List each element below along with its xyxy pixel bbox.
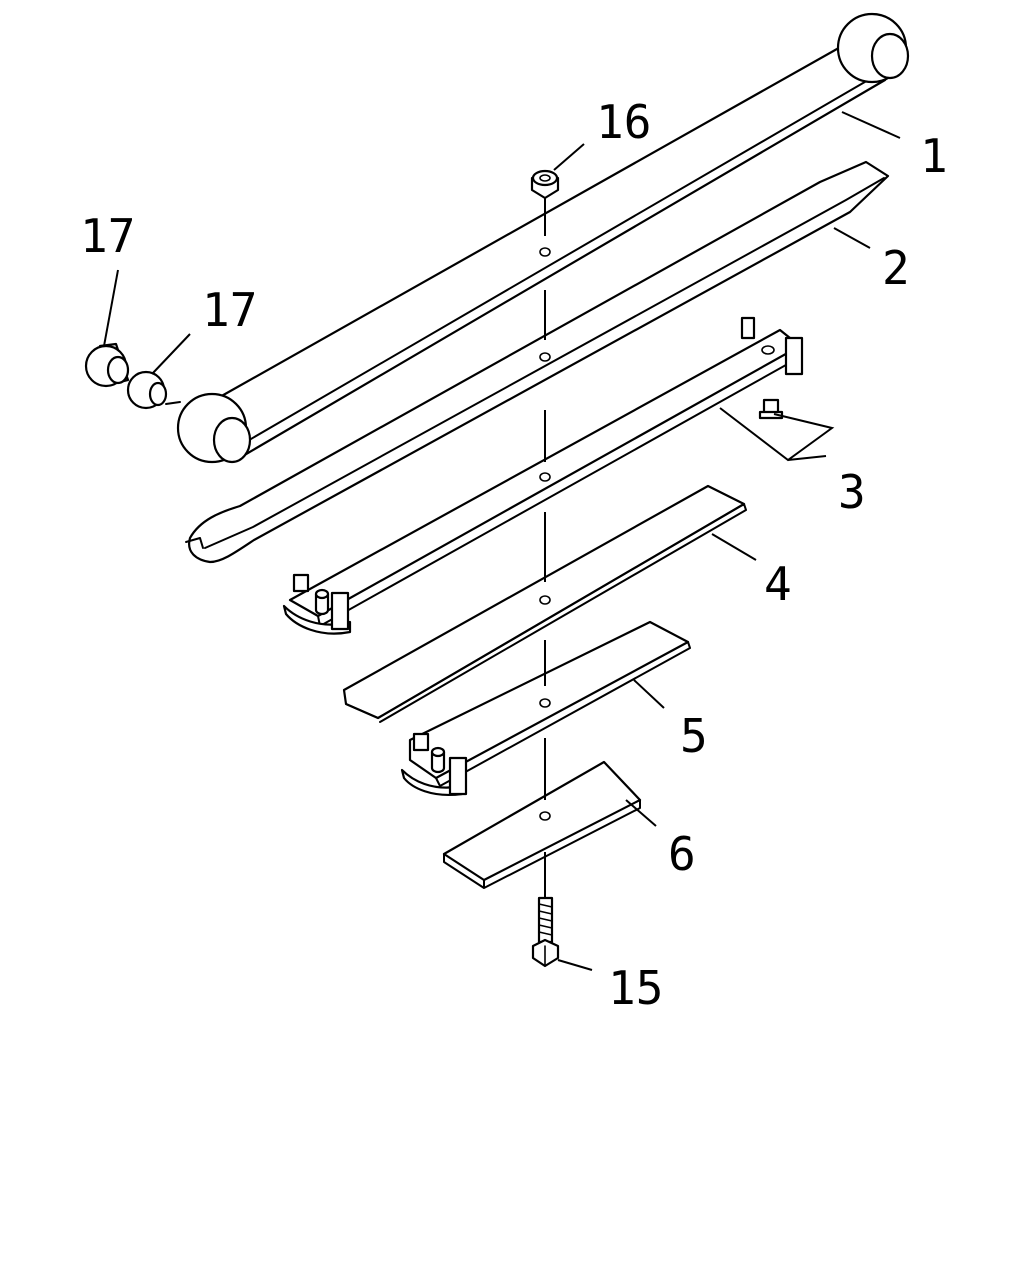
- callout-17a: 17: [80, 209, 135, 263]
- callout-2: 2: [882, 241, 910, 295]
- leader-5: [633, 679, 665, 709]
- leader-16: [553, 143, 585, 171]
- part-6-pad: [442, 760, 642, 889]
- leader-17b: [151, 333, 191, 375]
- callout-15: 15: [608, 961, 663, 1015]
- part-15-bolt: [531, 896, 560, 968]
- callouts: 1 2 3 4 5 6 15 16 17 17: [80, 95, 948, 1015]
- callout-17b: 17: [202, 283, 257, 337]
- callout-4: 4: [764, 557, 792, 611]
- leader-1: [841, 111, 901, 139]
- leader-17a: [103, 269, 119, 347]
- callout-6: 6: [668, 827, 696, 881]
- part-1-main-leaf: [176, 12, 910, 464]
- part-2-second-leaf: [185, 160, 890, 564]
- part-16-nut: [530, 169, 560, 200]
- leader-lines: [103, 111, 901, 971]
- callout-1: 1: [920, 129, 948, 183]
- leader-2: [833, 227, 871, 249]
- part-17-bushing-outer: [84, 342, 130, 388]
- leader-3: [719, 407, 835, 462]
- callout-5: 5: [680, 709, 708, 763]
- part-17-bushing-inner: [126, 370, 181, 410]
- leader-6: [625, 799, 657, 827]
- center-bolt-axis: [539, 198, 551, 898]
- callout-3: 3: [838, 465, 866, 519]
- callout-16: 16: [596, 95, 651, 149]
- leader-15: [557, 959, 593, 971]
- leader-4: [711, 533, 757, 561]
